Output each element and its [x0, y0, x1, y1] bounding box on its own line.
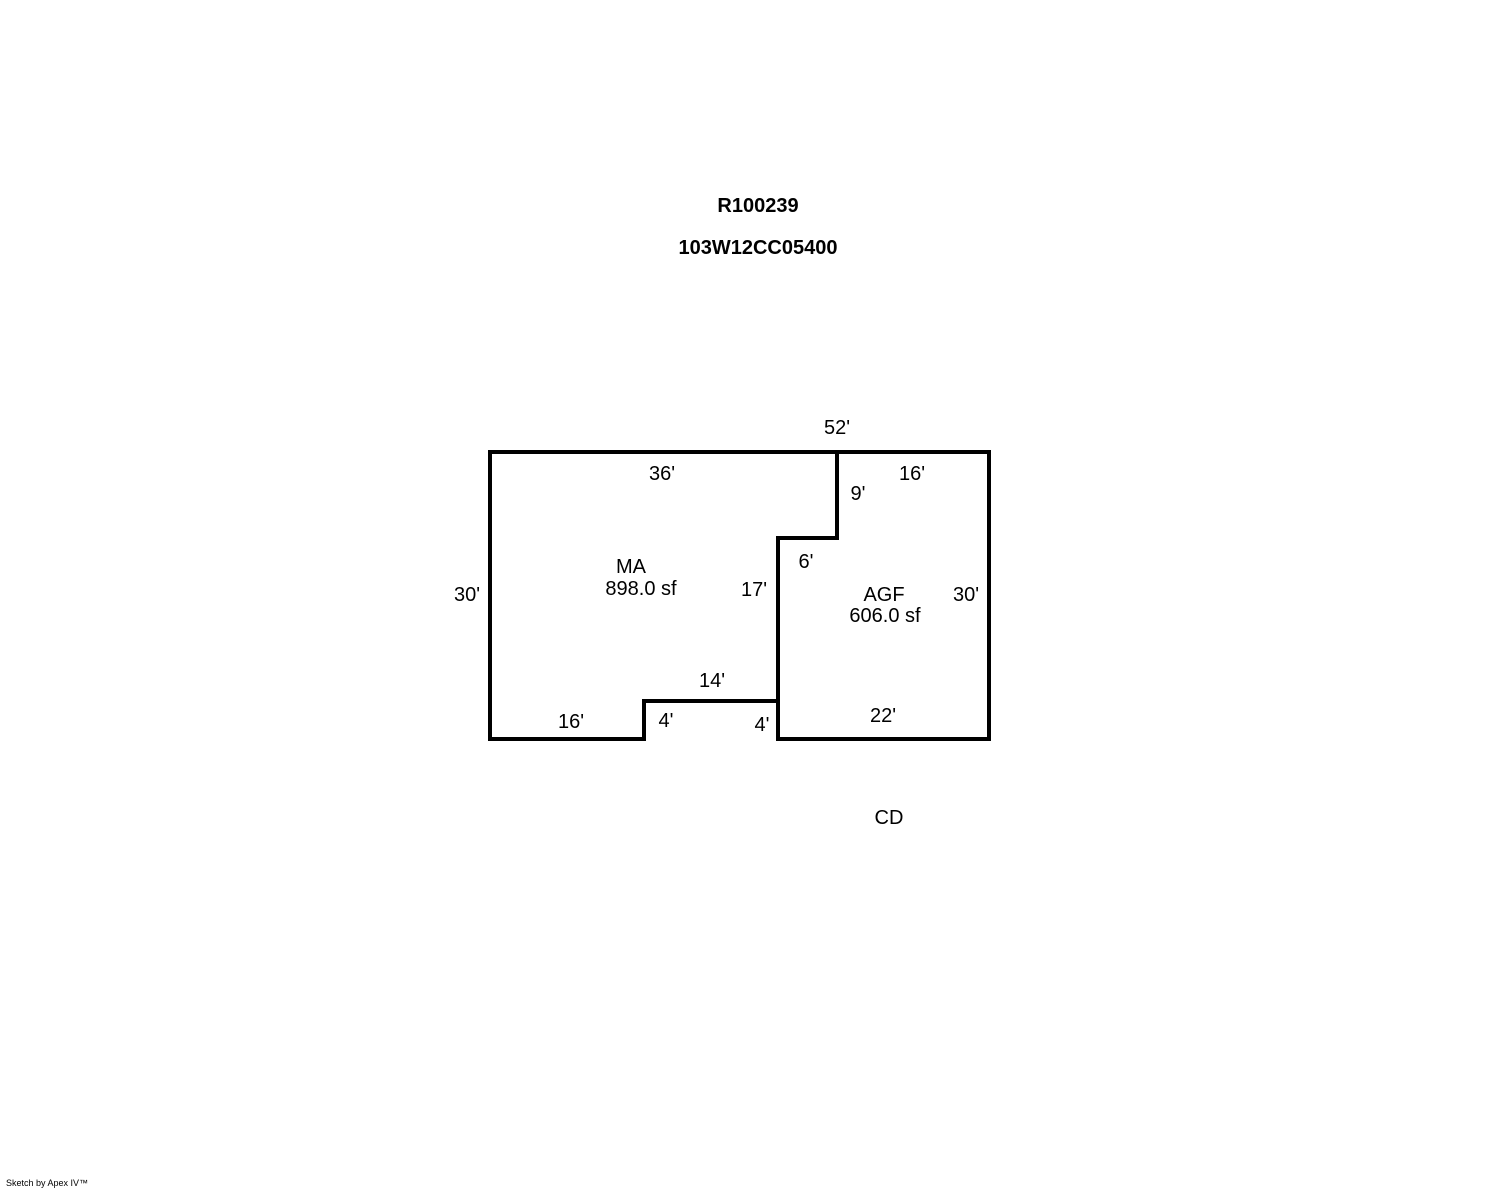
footer-credit: Sketch by Apex IV™ [6, 1178, 89, 1188]
ma-area-code: MA [616, 556, 647, 578]
dim-ma-bottom: 16' [558, 711, 584, 733]
ma-area-size: 898.0 sf [605, 578, 677, 600]
map-number: 103W12CC05400 [678, 237, 838, 259]
dim-notch-right: 9' [851, 483, 866, 505]
cd-area-code: CD [875, 807, 904, 829]
dim-notch-bottom: 6' [799, 551, 814, 573]
account-id: R100239 [717, 195, 799, 217]
dim-agf-top: 16' [899, 463, 925, 485]
dim-step-left: 4' [659, 710, 674, 732]
dim-step-top: 14' [699, 670, 725, 692]
dim-shared-wall: 17' [741, 579, 767, 601]
dim-top-total: 52' [824, 417, 850, 439]
dim-agf-right: 30' [953, 584, 979, 606]
agf-area-size: 606.0 sf [849, 605, 921, 627]
dim-step-right: 4' [755, 714, 770, 736]
dim-agf-bottom: 22' [870, 705, 896, 727]
agf-area-code: AGF [863, 584, 904, 606]
agf-area-outline [776, 450, 991, 741]
dim-ma-top: 36' [649, 463, 675, 485]
dim-ma-left: 30' [454, 584, 480, 606]
